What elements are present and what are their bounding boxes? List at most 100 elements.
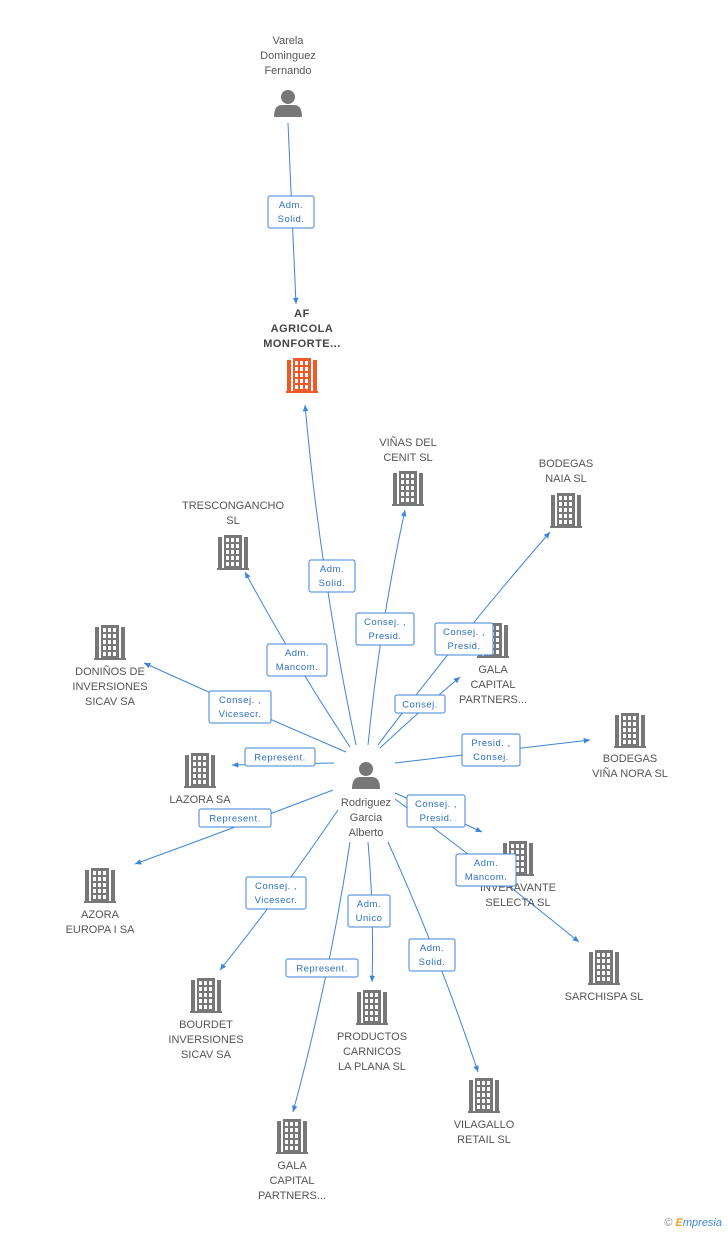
edge-role-text: Mancom. (276, 662, 319, 673)
edge-role-text: Consej. , (443, 627, 485, 638)
node-sarchispa[interactable]: SARCHISPA SL (565, 950, 644, 1003)
edge-role-label[interactable]: Represent. (198, 808, 272, 828)
node-label: BODEGAS (539, 458, 593, 470)
node-label: SARCHISPA SL (565, 991, 644, 1003)
footer-credit: © Empresia (664, 1217, 722, 1229)
node-label: Varela (273, 35, 305, 47)
node-af[interactable]: AF AGRICOLA MONFORTE... (263, 308, 341, 393)
node-label: CARNICOS (343, 1046, 401, 1058)
building-icon (94, 625, 126, 660)
edge-role-text: Adm. (474, 858, 498, 869)
edge-role-label[interactable]: Consej. (394, 694, 446, 714)
edge-role-label[interactable]: Represent. (285, 958, 359, 978)
edge-role-text: Adm. (320, 564, 344, 575)
edge-role-text: Presid. (447, 641, 480, 652)
edge-role-label[interactable]: Adm. Solid. (267, 195, 315, 229)
node-label: SICAV SA (181, 1049, 232, 1061)
building-icon (356, 990, 388, 1025)
edge-role-text: Consej. , (255, 881, 297, 892)
edge-role-text: Presid. , (471, 738, 510, 749)
building-icon (84, 868, 116, 903)
node-label: CAPITAL (470, 679, 515, 691)
node-label: SELECTA SL (485, 897, 550, 909)
edge-role-text: Represent. (209, 814, 260, 825)
edge-role-label[interactable]: Adm. Mancom. (266, 643, 328, 677)
node-label: Dominguez (260, 50, 316, 62)
node-label: CENIT SL (383, 452, 432, 464)
edge-role-text: Adm. (420, 943, 444, 954)
node-label: PARTNERS... (459, 694, 527, 706)
node-label: PRODUCTOS (337, 1031, 407, 1043)
node-label: VIÑAS DEL (379, 436, 436, 449)
edge-role-text: Represent. (296, 964, 347, 975)
node-label: TRESCONGANCHO (182, 500, 285, 512)
edge-role-text: Consej. (473, 752, 509, 763)
building-icon (286, 358, 318, 393)
edge-role-label[interactable]: Represent. (244, 747, 316, 767)
edge-role-text: Adm. (285, 648, 309, 659)
node-vilagallo[interactable]: VILAGALLO RETAIL SL (454, 1078, 515, 1146)
node-label: EUROPA I SA (66, 924, 136, 936)
building-icon (276, 1119, 308, 1154)
edge-role-label[interactable]: Consej. ,Presid. (406, 794, 466, 828)
edge-role-text: Consej. , (364, 617, 406, 628)
edge-role-text: Solid. (319, 578, 346, 589)
edge-labels-layer: Adm. Solid. Adm. Solid. Consej. , Presid. Cons… (198, 195, 521, 978)
edge-role-text: Presid. (419, 813, 452, 824)
edge-role-label[interactable]: Consej. , Presid. (355, 612, 415, 646)
edge-role-label[interactable]: Consej. , Presid. (434, 622, 494, 656)
node-label: Rodriguez (341, 797, 391, 809)
node-label: Garcia (350, 812, 383, 824)
node-label: VIÑA NORA SL (592, 767, 668, 780)
node-label: AF (294, 308, 310, 320)
building-icon (588, 950, 620, 985)
node-donino[interactable]: DONIÑOS DE INVERSIONES SICAV SA (72, 625, 148, 708)
node-label: AGRICOLA (271, 323, 334, 335)
node-gala2[interactable]: GALA CAPITAL PARTNERS... (258, 1119, 326, 1202)
edge-role-text: Unico (356, 913, 383, 924)
node-label: GALA (277, 1160, 307, 1172)
node-label: PARTNERS... (258, 1190, 326, 1202)
node-label: SICAV SA (85, 696, 136, 708)
node-label: BOURDET (179, 1019, 233, 1031)
edge-role-text: Adm. (357, 899, 381, 910)
edge-role-label[interactable]: Consej. , Vicesecr. (245, 876, 307, 910)
edge-role-text: Presid. (368, 631, 401, 642)
node-label: DONIÑOS DE (75, 665, 145, 678)
node-vinanora[interactable]: BODEGAS VIÑA NORA SL (592, 713, 668, 780)
node-label: MONFORTE... (263, 338, 341, 350)
edge-role-label[interactable]: Consej. ,Vicesecr. (208, 690, 272, 724)
node-label: GALA (478, 664, 508, 676)
edge-role-label[interactable]: Adm. Unico (347, 894, 391, 928)
node-label: SL (226, 515, 239, 527)
edge-role-text: Vicesecr. (255, 895, 298, 906)
building-icon (184, 753, 216, 788)
node-label: VILAGALLO (454, 1119, 515, 1131)
node-label: Fernando (264, 65, 311, 77)
node-label: INVERSIONES (72, 681, 147, 693)
empresia-logo[interactable]: Empresia (675, 1217, 722, 1229)
building-icon (550, 493, 582, 528)
edge-role-label[interactable]: Adm. Solid. (308, 559, 356, 593)
edge-role-label[interactable]: Adm.Mancom. (455, 853, 517, 887)
edge-role-text: Solid. (278, 214, 305, 225)
node-label: RETAIL SL (457, 1134, 511, 1146)
node-label: Alberto (349, 827, 384, 839)
edge-role-label[interactable]: Adm.Solid. (408, 938, 456, 972)
node-label: BODEGAS (603, 753, 657, 765)
node-vinas[interactable]: VIÑAS DEL CENIT SL (379, 436, 437, 506)
edge-role-label[interactable]: Presid. , Consej. (461, 733, 521, 767)
copyright-symbol: © (664, 1217, 673, 1229)
node-label: CAPITAL (269, 1175, 314, 1187)
node-lazora[interactable]: LAZORA SA (169, 753, 231, 806)
node-tresc[interactable]: TRESCONGANCHO SL (182, 500, 285, 570)
edge-role-text: Adm. (279, 200, 303, 211)
